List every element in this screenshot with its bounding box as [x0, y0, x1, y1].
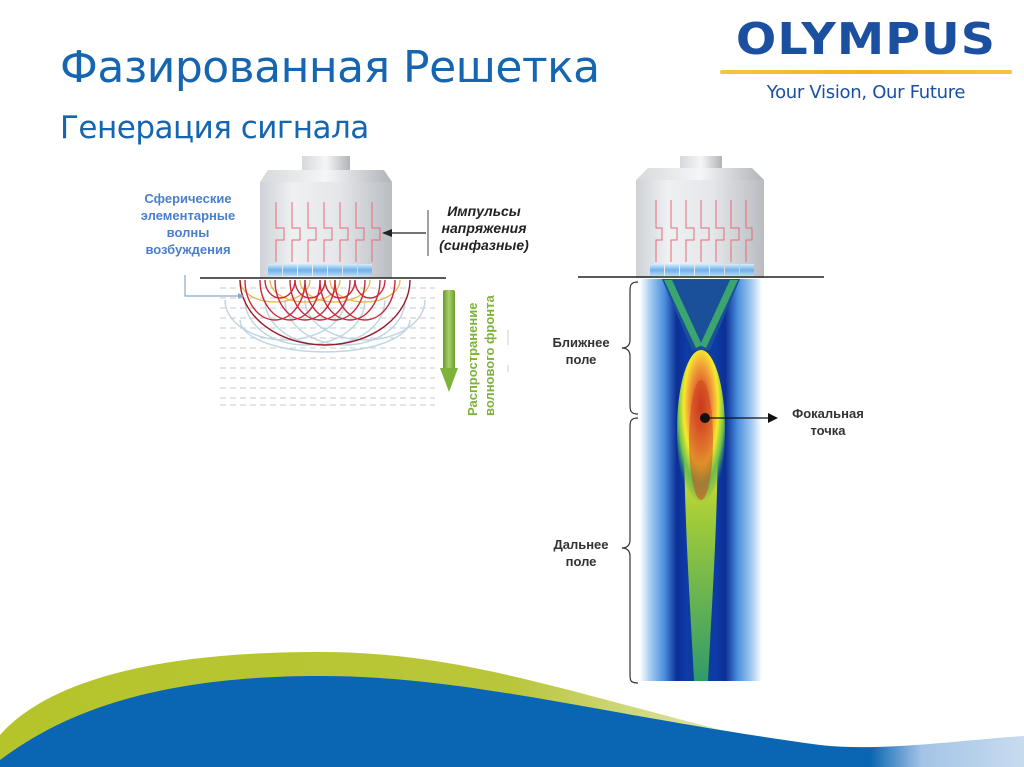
label-line: волны [166, 225, 210, 240]
olympus-logo: OLYMPUS Your Vision, Our Future [716, 14, 1016, 103]
label-near-field: Ближнее поле [550, 334, 612, 368]
label-line: возбуждения [145, 242, 231, 257]
label-line: Фокальная [792, 406, 864, 421]
label-line: поле [565, 352, 597, 367]
label-line: поле [565, 554, 597, 569]
label-line: точка [810, 423, 846, 438]
logo-tagline: Your Vision, Our Future [766, 82, 966, 103]
label-line: Импульсы [447, 203, 521, 219]
label-line: элементарные [140, 208, 236, 223]
propagation-arrow-icon [440, 290, 458, 392]
label-focal-point: Фокальная точка [782, 405, 874, 439]
label-line: волнового фронта [482, 295, 497, 416]
label-line: Сферические [144, 191, 232, 206]
logo-divider [720, 70, 1012, 74]
right-transducer [636, 156, 764, 278]
label-line: Распространение [465, 302, 480, 416]
waves-pointer [184, 275, 238, 297]
label-line: напряжения [441, 220, 527, 236]
logo-brand: OLYMPUS [735, 14, 997, 65]
label-voltage-pulses: Импульсы напряжения (синфазные) [424, 203, 544, 254]
label-spherical-waves: Сферические элементарные волны возбужден… [128, 190, 248, 258]
spherical-wavelets [224, 279, 426, 353]
page-title: Фазированная Решетка [60, 42, 600, 93]
page-subtitle: Генерация сигнала [60, 110, 369, 146]
field-braces [621, 281, 639, 684]
left-transducer [260, 156, 392, 278]
focal-point-marker [700, 413, 710, 423]
label-line: Дальнее [553, 537, 609, 552]
label-line: (синфазные) [439, 237, 529, 253]
label-wavefront-propagation: Распространение волнового фронта [464, 295, 498, 416]
label-far-field: Дальнее поле [548, 536, 614, 570]
label-line: Ближнее [552, 335, 610, 350]
beam-field [640, 279, 762, 681]
